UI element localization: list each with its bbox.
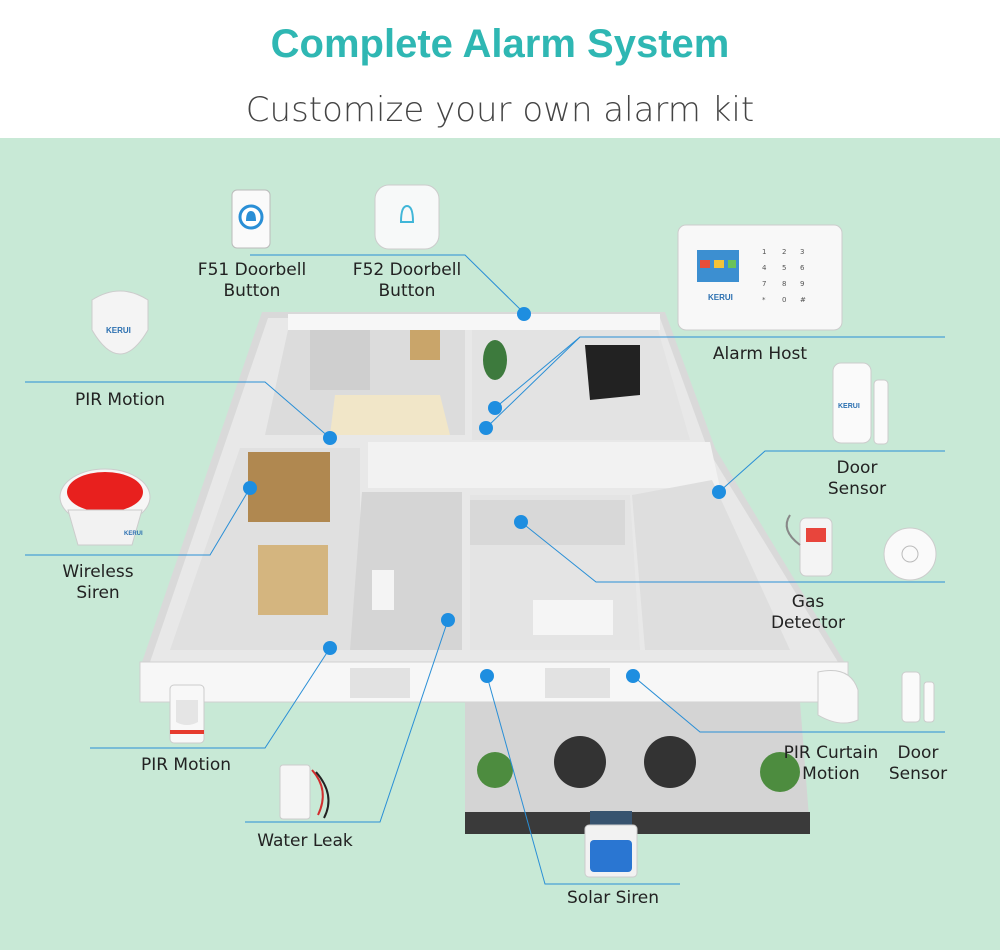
label-door-sensor-bottom: Door Sensor xyxy=(888,743,948,784)
svg-text:KERUI: KERUI xyxy=(708,293,733,302)
label-alarm-host: Alarm Host xyxy=(712,344,808,364)
sensor-dots xyxy=(243,307,726,683)
dot-siren xyxy=(243,481,257,495)
line-door-sensor xyxy=(718,450,945,493)
gas-detector-icon xyxy=(785,514,833,577)
label-solar-siren: Solar Siren xyxy=(566,888,660,908)
door-sensor-icon: KERUI xyxy=(832,362,889,445)
svg-text:7: 7 xyxy=(762,280,766,288)
label-wireless-siren: Wireless Siren xyxy=(62,562,134,603)
dot-pir-top xyxy=(323,431,337,445)
svg-text:*: * xyxy=(762,296,766,304)
label-door-sensor-right: Door Sensor xyxy=(827,458,887,499)
label-f52-doorbell: F52 Doorbell Button xyxy=(352,260,462,301)
alarm-host-icon: 1 2 3 4 5 6 7 8 9 * 0 # KERUI xyxy=(677,224,843,331)
svg-text:2: 2 xyxy=(782,248,786,256)
dot-door-sensor xyxy=(712,485,726,499)
page-subtitle: Customize your own alarm kit xyxy=(245,90,755,130)
label-pir-motion-top: PIR Motion xyxy=(74,390,166,410)
svg-text:3: 3 xyxy=(800,248,804,256)
dot-water xyxy=(441,613,455,627)
dot-solar xyxy=(480,669,494,683)
page-title: Complete Alarm System xyxy=(270,22,730,66)
line-alarm-host-b xyxy=(494,336,581,409)
svg-text:5: 5 xyxy=(782,264,786,272)
header: Complete Alarm System Customize your own… xyxy=(0,0,1000,138)
line-solar-siren xyxy=(486,675,680,885)
pir-sensor-bottom-icon xyxy=(169,684,205,744)
smoke-detector-icon xyxy=(883,527,937,581)
svg-text:KERUI: KERUI xyxy=(106,326,131,335)
dot-host-a xyxy=(488,401,502,415)
dot-host-b xyxy=(479,421,493,435)
dot-gas xyxy=(514,515,528,529)
line-pir-top xyxy=(25,381,331,439)
svg-text:1: 1 xyxy=(762,248,766,256)
svg-text:8: 8 xyxy=(782,280,786,288)
svg-text:#: # xyxy=(800,296,806,304)
house-illustration xyxy=(139,312,849,834)
svg-text:KERUI: KERUI xyxy=(838,403,860,410)
label-pir-motion-bottom: PIR Motion xyxy=(140,755,232,775)
pir-sensor-icon: KERUI xyxy=(91,290,149,355)
pir-curtain-icon xyxy=(817,670,859,724)
f52-doorbell-icon xyxy=(374,184,440,250)
line-curtain xyxy=(632,675,945,733)
dot-doorbell xyxy=(517,307,531,321)
f51-doorbell-icon xyxy=(231,189,271,249)
solar-siren-icon xyxy=(584,811,638,878)
label-gas-detector: Gas Detector xyxy=(770,592,846,633)
label-pir-curtain-motion: PIR Curtain Motion xyxy=(783,743,879,784)
line-doorbell xyxy=(250,254,525,314)
line-water-leak xyxy=(245,619,449,823)
svg-text:0: 0 xyxy=(782,296,786,304)
water-leak-icon xyxy=(279,764,330,820)
svg-text:KERUI: KERUI xyxy=(124,531,143,537)
line-wireless-siren xyxy=(25,487,251,556)
label-f51-doorbell: F51 Doorbell Button xyxy=(197,260,307,301)
svg-text:4: 4 xyxy=(762,264,767,272)
svg-text:6: 6 xyxy=(800,264,805,272)
line-pir-bottom xyxy=(90,647,331,749)
dot-pir-bottom xyxy=(323,641,337,655)
connector-lines xyxy=(25,254,945,885)
door-sensor-bottom-icon xyxy=(901,671,935,723)
label-water-leak: Water Leak xyxy=(257,831,353,851)
dot-curtain xyxy=(626,669,640,683)
line-gas-detector xyxy=(520,521,945,583)
svg-text:9: 9 xyxy=(800,280,804,288)
siren-icon: KERUI xyxy=(59,468,151,546)
